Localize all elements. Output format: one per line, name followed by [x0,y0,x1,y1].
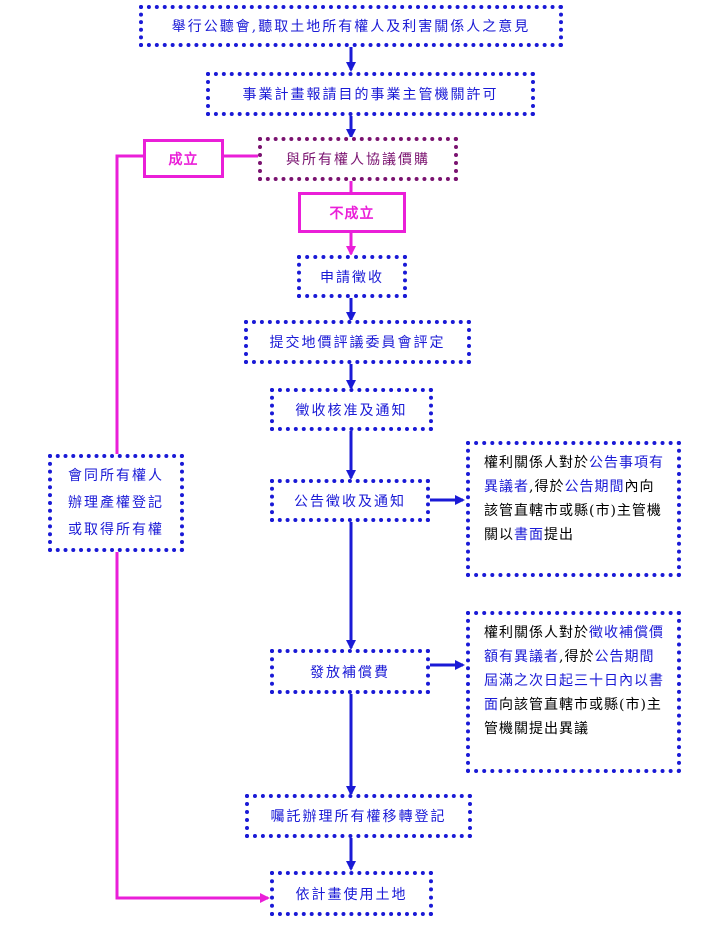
note-segment: 內向該管直轄市或縣(市)主管機關以 [484,479,662,543]
branch-failure-label: 不成立 [298,192,406,233]
note-announce-objection: 權利關係人對於公告事項有異議者,得於公告期間內向該管直轄市或縣(市)主管機關以書… [466,441,681,577]
step-hearing: 舉行公聽會,聽取土地所有權人及利害關係人之意見 [139,5,563,47]
register-line-3: 或取得所有權 [68,521,164,538]
note-segment-highlight: 書面 [514,527,544,543]
note-segment: 向該管直轄市或縣(市)主管機關提出異議 [484,697,662,737]
line-success-to-register [115,154,143,456]
step-valuation: 提交地價評議委員會評定 [244,320,471,364]
step-register-ownership: 會同所有權人 辦理產權登記 或取得所有權 [48,454,184,552]
note-segment-highlight: 公告期間 [564,479,625,495]
note-segment: ,得於 [559,649,595,665]
step-apply: 申請徵收 [297,255,407,298]
register-line-1: 會同所有權人 [68,467,164,484]
note-segment-highlight: 徵收補償價額有異議者 [484,625,664,665]
register-line-2: 辦理產權登記 [68,494,164,511]
step-compensate: 發放補償費 [270,649,430,694]
note-segment: ,得於 [529,479,565,495]
step-use-land: 依計畫使用土地 [270,871,433,916]
step-approval: 事業計畫報請目的事業主管機關許可 [206,72,535,116]
step-announce: 公告徵收及通知 [270,479,430,522]
step-transfer: 囑託辦理所有權移轉登記 [245,794,472,838]
note-segment: 提出 [544,527,574,543]
note-segment: 權利關係人對於 [484,625,589,641]
note-compensation-objection: 權利關係人對於徵收補償價額有異議者,得於公告期間屆滿之次日起三十日內以書面向該管… [466,611,681,773]
branch-success-label: 成立 [143,139,224,178]
note-segment: 權利關係人對於 [484,455,589,471]
arrow-register-to-use [115,552,270,903]
note-segment-highlight: 公告事項有異議者 [484,455,664,495]
note-segment-highlight: 公告期間屆滿之次日起三十日內以書面 [484,649,664,713]
step-negotiate: 與所有權人協議價購 [258,137,458,181]
step-approve-notify: 徵收核准及通知 [270,388,433,431]
